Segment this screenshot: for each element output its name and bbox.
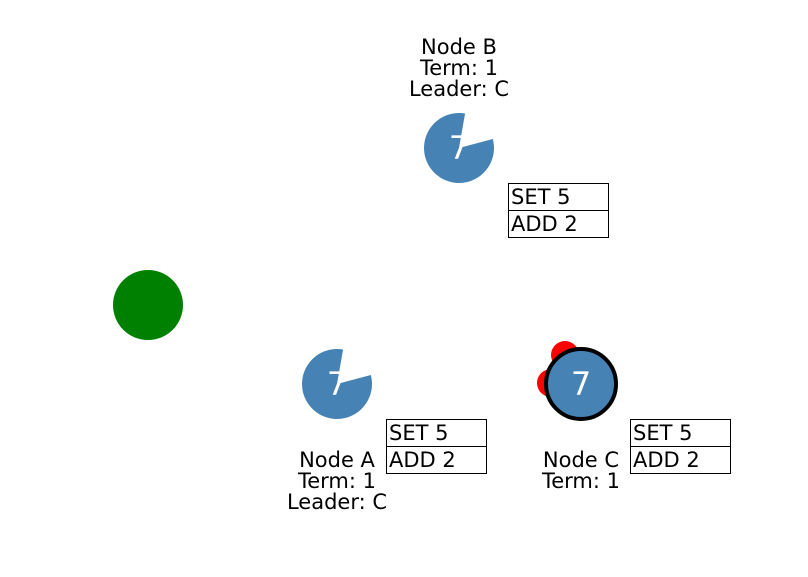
log-entry: ADD 2 xyxy=(386,446,487,474)
node-c-term: Term: 1 xyxy=(541,469,621,493)
log-entry: ADD 2 xyxy=(508,210,609,238)
node-b-leader: Leader: C xyxy=(408,77,510,101)
node-b-term: Term: 1 xyxy=(419,56,498,80)
node-c-log: SET 5 ADD 2 xyxy=(630,419,731,474)
node-a-name: Node A xyxy=(299,448,375,472)
log-entry: SET 5 xyxy=(386,419,487,447)
node-a-term: Term: 1 xyxy=(297,469,376,493)
node-b-value: 7 xyxy=(449,129,469,167)
node-b-name: Node B xyxy=(421,35,497,59)
log-entry: ADD 2 xyxy=(630,446,731,474)
node-c-value: 7 xyxy=(571,365,591,403)
node-b[interactable]: 7 xyxy=(423,113,494,183)
node-a-label: Node A Term: 1 Leader: C xyxy=(287,450,387,513)
node-b-log: SET 5 ADD 2 xyxy=(508,183,609,238)
node-b-label: Node B Term: 1 Leader: C xyxy=(409,37,509,100)
node-a[interactable]: 7 xyxy=(302,349,372,419)
node-b-circle[interactable] xyxy=(423,113,494,183)
node-c-name: Node C xyxy=(542,448,620,472)
log-entry: SET 5 xyxy=(630,419,731,447)
node-c-label: Node C Term: 1 xyxy=(542,450,620,492)
node-c-circle[interactable] xyxy=(544,347,618,421)
node-a-leader: Leader: C xyxy=(286,490,388,514)
log-entry: SET 5 xyxy=(508,183,609,211)
node-a-log: SET 5 ADD 2 xyxy=(386,419,487,474)
node-c[interactable]: 7 xyxy=(544,347,618,421)
node-a-circle[interactable] xyxy=(302,349,372,419)
client-circle[interactable] xyxy=(113,270,183,340)
node-a-value: 7 xyxy=(327,365,347,403)
